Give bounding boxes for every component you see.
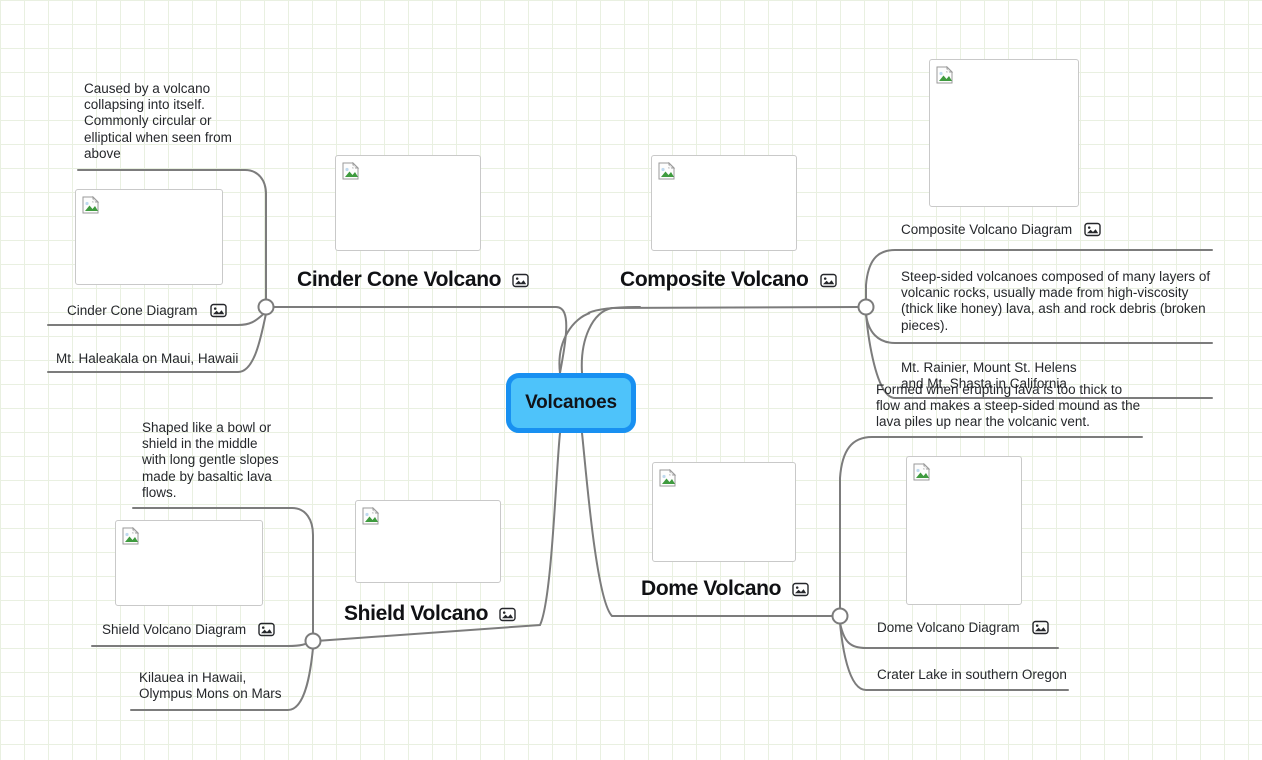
composite-description[interactable]: Steep-sided volcanoes composed of many l… (901, 269, 1211, 333)
image-icon[interactable] (1031, 619, 1049, 636)
shield-example[interactable]: Kilauea in Hawaii, Olympus Mons on Mars (139, 670, 282, 702)
root-node-label: Volcanoes (525, 392, 617, 413)
cinder-cone-example[interactable]: Mt. Haleakala on Maui, Hawaii (56, 351, 239, 366)
composite-topic-image[interactable] (651, 155, 797, 251)
cinder-cone-diagram-image[interactable] (75, 189, 223, 285)
cinder-cone-diagram-caption[interactable]: Cinder Cone Diagram (67, 302, 227, 319)
composite-diagram-image[interactable] (929, 59, 1079, 207)
shield-diagram-image[interactable] (115, 520, 263, 606)
shield-diagram-caption-label: Shield Volcano Diagram (102, 622, 247, 637)
broken-image-icon (658, 161, 676, 180)
image-icon[interactable] (258, 621, 275, 638)
broken-image-icon (659, 468, 677, 487)
dome-example[interactable]: Crater Lake in southern Oregon (877, 667, 1067, 682)
topic-shield-volcano[interactable]: Shield Volcano (344, 602, 516, 626)
broken-image-icon (936, 65, 954, 84)
image-icon[interactable] (792, 581, 809, 598)
topic-composite-volcano-label: Composite Volcano (620, 268, 809, 291)
root-node-volcanoes[interactable]: Volcanoes (506, 373, 636, 433)
dome-diagram-caption[interactable]: Dome Volcano Diagram (877, 619, 1049, 636)
image-icon[interactable] (819, 272, 837, 289)
composite-diagram-caption[interactable]: Composite Volcano Diagram (901, 221, 1101, 238)
image-icon[interactable] (512, 272, 529, 289)
dome-diagram-image[interactable] (906, 456, 1022, 605)
dome-diagram-caption-label: Dome Volcano Diagram (877, 620, 1020, 635)
cinder-cone-diagram-caption-label: Cinder Cone Diagram (67, 303, 198, 318)
broken-image-icon (82, 195, 100, 214)
composite-diagram-caption-label: Composite Volcano Diagram (901, 222, 1073, 237)
topic-composite-volcano[interactable]: Composite Volcano (620, 268, 837, 292)
topic-dome-volcano[interactable]: Dome Volcano (641, 577, 809, 601)
cinder-cone-topic-image[interactable] (335, 155, 481, 251)
image-icon[interactable] (499, 606, 516, 623)
broken-image-icon (122, 526, 140, 545)
image-icon[interactable] (209, 302, 227, 319)
topic-dome-volcano-label: Dome Volcano (641, 577, 782, 600)
shield-topic-image[interactable] (355, 500, 501, 583)
topic-shield-volcano-label: Shield Volcano (344, 602, 489, 625)
broken-image-icon (913, 462, 931, 481)
topic-cinder-cone-volcano-label: Cinder Cone Volcano (297, 268, 502, 291)
shield-diagram-caption[interactable]: Shield Volcano Diagram (102, 621, 275, 638)
cinder-cone-description[interactable]: Caused by a volcano collapsing into itse… (84, 81, 232, 161)
dome-description[interactable]: Formed when erupting lava is too thick t… (876, 382, 1141, 430)
topic-cinder-cone-volcano[interactable]: Cinder Cone Volcano (297, 268, 529, 292)
broken-image-icon (362, 506, 380, 525)
image-icon[interactable] (1084, 221, 1101, 238)
broken-image-icon (342, 161, 360, 180)
shield-description[interactable]: Shaped like a bowl or shield in the midd… (142, 420, 279, 500)
dome-topic-image[interactable] (652, 462, 796, 562)
